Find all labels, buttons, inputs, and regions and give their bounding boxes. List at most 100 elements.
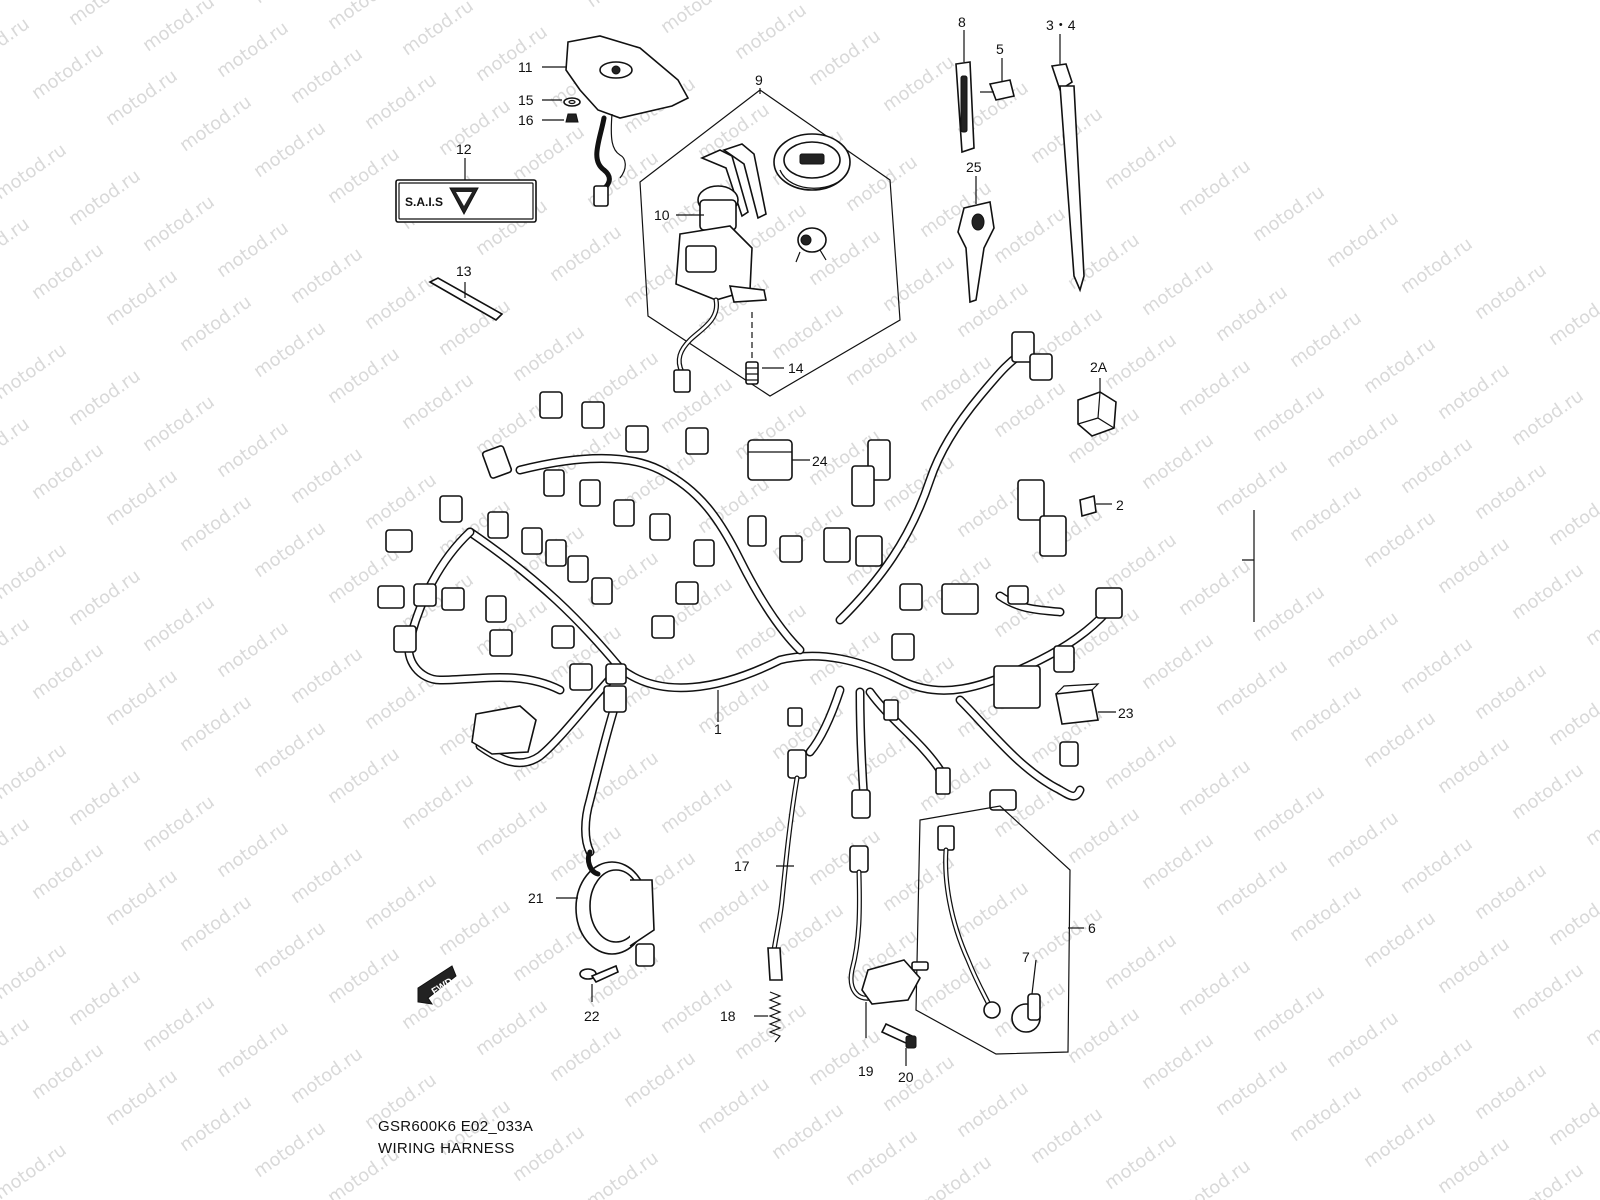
watermark-text: motod.ru (1175, 1156, 1255, 1200)
watermark-text: motod.ru (65, 0, 145, 30)
relay-part-24[interactable] (747, 439, 793, 481)
cable-tie-part[interactable] (1050, 63, 1085, 293)
watermark-text: motod.ru (1582, 786, 1600, 851)
watermark-text: motod.ru (0, 1014, 34, 1079)
screw-part-14[interactable] (745, 361, 759, 385)
bolt-part-5[interactable] (980, 79, 1015, 101)
bolt-part-16[interactable] (565, 113, 579, 123)
watermark-text: motod.ru (1508, 760, 1588, 825)
watermark-text: motod.ru (1471, 460, 1551, 525)
callout-3-4: 3・4 (1046, 17, 1076, 33)
watermark-text: motod.ru (842, 326, 922, 391)
watermark-text: motod.ru (1212, 656, 1292, 721)
callout-2: 2 (1116, 497, 1124, 513)
watermark-text: motod.ru (213, 818, 293, 883)
watermark-text: motod.ru (361, 870, 441, 935)
watermark-text: motod.ru (0, 540, 71, 605)
watermark-text: motod.ru (250, 1118, 330, 1183)
watermark-text: motod.ru (1582, 986, 1600, 1051)
watermark-text: motod.ru (28, 240, 108, 305)
watermark-text: motod.ru (805, 826, 885, 891)
sensor-part-17[interactable] (767, 749, 807, 981)
watermark-text: motod.ru (324, 944, 404, 1009)
watermark-text: motod.ru (1286, 682, 1366, 747)
key-part-25[interactable] (957, 201, 995, 304)
watermark-text: motod.ru (1212, 456, 1292, 521)
callout-13: 13 (456, 263, 472, 279)
strip-part-13[interactable] (428, 277, 504, 321)
sais-decal-part[interactable]: S.A.I.S (395, 179, 537, 223)
fuel-cap-part[interactable] (773, 133, 851, 191)
sensor-part-19[interactable] (848, 845, 929, 1005)
watermark-text: motod.ru (509, 322, 589, 387)
lock-cylinder-part[interactable] (795, 227, 827, 263)
watermark-text: motod.ru (102, 66, 182, 131)
watermark-text: motod.ru (1101, 730, 1181, 795)
harness-boot[interactable] (471, 705, 537, 755)
watermark-text: motod.ru (213, 18, 293, 83)
watermark-text: motod.ru (1175, 756, 1255, 821)
strap-part-8[interactable] (955, 61, 975, 154)
watermark-text: motod.ru (546, 1022, 626, 1087)
horn-part[interactable] (575, 849, 655, 967)
watermark-text: motod.ru (176, 1092, 256, 1157)
watermark-text: motod.ru (768, 300, 848, 365)
harness-connectors[interactable] (377, 331, 1123, 819)
relay-part-23[interactable] (1055, 683, 1100, 725)
diagram-code: GSR600K6 E02_033A (378, 1118, 534, 1135)
watermark-text: motod.ru (361, 270, 441, 335)
side-stand-switch-box (915, 805, 1071, 1055)
ignition-switch-part[interactable] (673, 185, 767, 393)
watermark-text: motod.ru (916, 352, 996, 417)
callout-9: 9 (755, 72, 763, 88)
watermark-text: motod.ru (0, 740, 71, 805)
watermark-text: motod.ru (287, 44, 367, 109)
watermark-text: motod.ru (1101, 130, 1181, 195)
watermark-text: motod.ru (842, 152, 922, 217)
watermark-text: motod.ru (0, 14, 34, 79)
watermark-text: motod.ru (657, 974, 737, 1039)
watermark-text: motod.ru (1249, 982, 1329, 1047)
callout-19: 19 (858, 1063, 874, 1079)
callout-16: 16 (518, 112, 534, 128)
watermark-text: motod.ru (250, 118, 330, 183)
watermark-text: motod.ru (102, 266, 182, 331)
watermark-text: motod.ru (1397, 1034, 1477, 1099)
fuse-part[interactable] (1079, 494, 1097, 518)
watermark-text: motod.ru (250, 918, 330, 983)
watermark-text: motod.ru (1249, 382, 1329, 447)
watermark-text: motod.ru (1545, 286, 1600, 351)
watermark-text: motod.ru (398, 0, 478, 60)
relay-cap-part[interactable] (1077, 391, 1117, 437)
watermark-text: motod.ru (1064, 1004, 1144, 1069)
bolt-part-20[interactable] (880, 1022, 917, 1049)
watermark-text: motod.ru (250, 0, 330, 8)
callout-2a: 2A (1090, 359, 1108, 375)
watermark-text: motod.ru (583, 1148, 663, 1200)
watermark-text: motod.ru (916, 1152, 996, 1200)
watermark-text: motod.ru (879, 252, 959, 317)
watermark-text: motod.ru (287, 244, 367, 309)
callout-labels: 1 2 2A 3・4 5 6 7 8 9 10 11 12 13 14 15 1… (456, 14, 1134, 1085)
cap-part-7[interactable] (1011, 993, 1041, 1033)
watermark-text: motod.ru (213, 618, 293, 683)
watermark-text: motod.ru (1175, 356, 1255, 421)
watermark-text: motod.ru (1249, 182, 1329, 247)
watermark-text: motod.ru (250, 318, 330, 383)
immobilizer-antenna-part[interactable] (565, 35, 690, 207)
watermark-text: motod.ru (1360, 908, 1440, 973)
watermark-text: motod.ru (1471, 1060, 1551, 1125)
watermark-text: motod.ru (1323, 408, 1403, 473)
watermark-text: motod.ru (0, 140, 71, 205)
bolt-part-22[interactable] (579, 964, 619, 984)
watermark-text: motod.ru (953, 878, 1033, 943)
watermark-text: motod.ru (1027, 1104, 1107, 1169)
watermark-text: motod.ru (1360, 708, 1440, 773)
watermark-text: motod.ru (324, 344, 404, 409)
watermark-text: motod.ru (435, 96, 515, 161)
spring-part-18[interactable] (768, 991, 782, 1043)
watermark-text: motod.ru (65, 966, 145, 1031)
watermark-text: motod.ru (0, 414, 34, 479)
washer-part-15[interactable] (563, 97, 581, 107)
